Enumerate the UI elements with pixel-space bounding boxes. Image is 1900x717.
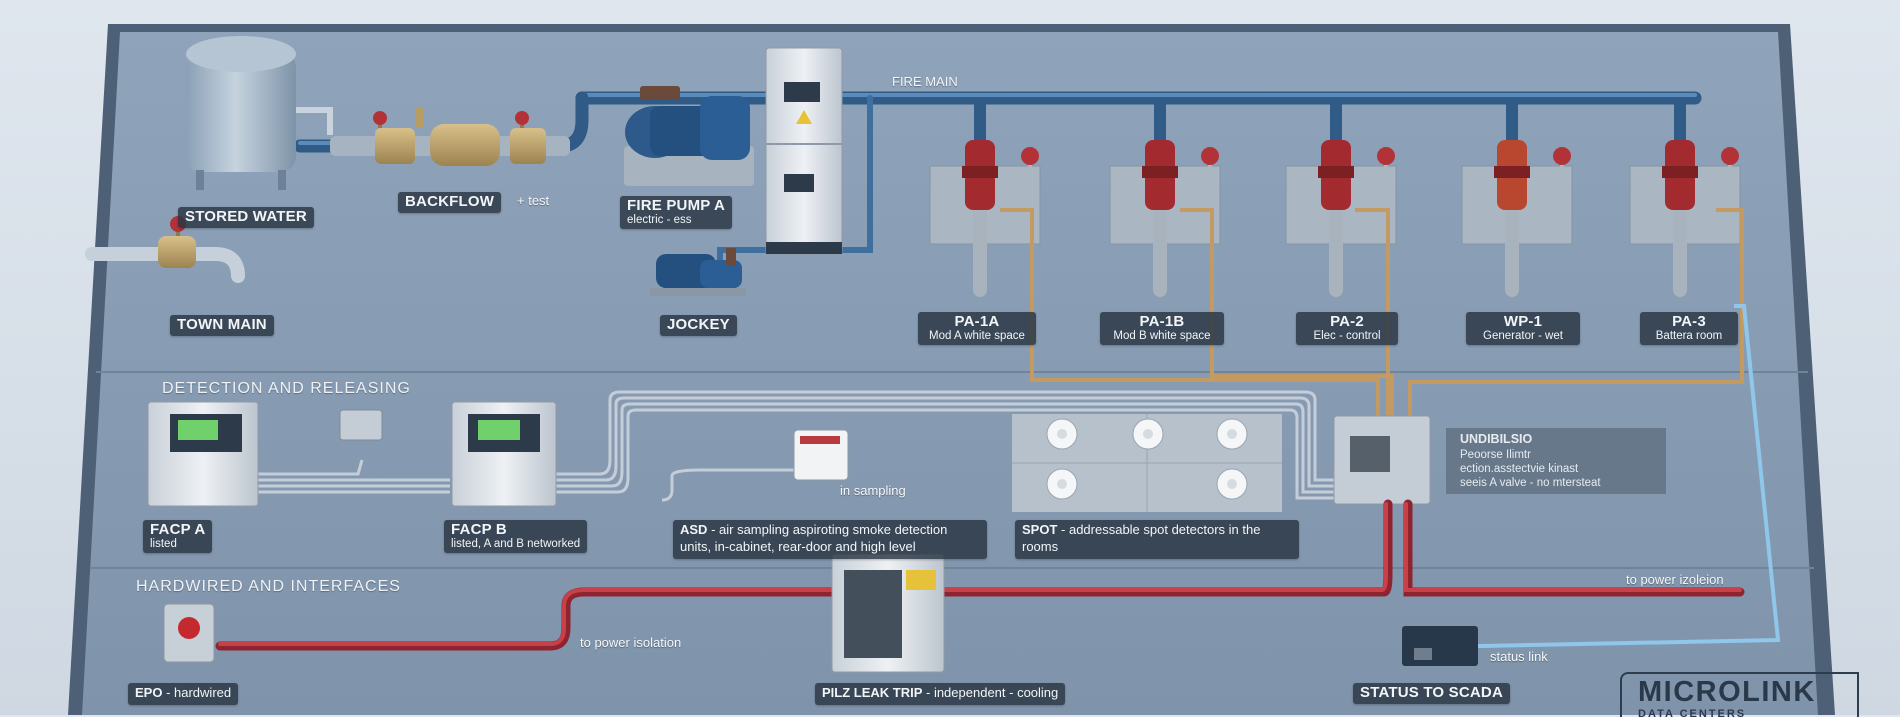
releasing-panel-text: UNDIBILSIO Peoorse Ilimtr ection.asstect… [1460, 432, 1601, 491]
fire-pump-label: FIRE PUMP A electric - ess [620, 196, 732, 229]
spot-label: SPOT - addressable spot detectors in the… [1015, 520, 1299, 559]
zone-label-pa-3: PA-3 Battera room [1640, 312, 1738, 345]
diagram-board [68, 24, 1835, 715]
facp-a-label: FACP A listed [143, 520, 212, 553]
asd-in-sampling-note: in sampling [840, 483, 906, 498]
epo-button [164, 604, 214, 662]
detection-section-title: DETECTION AND RELEASING [162, 380, 411, 398]
jockey-label: JOCKEY [660, 315, 737, 336]
interfaces-section-title: HARDWIRED AND INTERFACES [136, 578, 401, 596]
pilz-cabinet [832, 554, 944, 672]
status-to-scada-label: STATUS TO SCADA [1353, 683, 1510, 704]
backflow-note: + test [517, 193, 549, 208]
facp-b-label: FACP B listed, A and B networked [444, 520, 587, 553]
facp-b-panel [452, 402, 556, 506]
power-isolation-note-right: to power izoleion [1626, 572, 1724, 587]
backflow-label: BACKFLOW [398, 192, 501, 213]
pilz-label: PILZ LEAK TRIP - independent - cooling [815, 683, 1065, 705]
epo-label: EPO - hardwired [128, 683, 238, 705]
zone-label-pa-1a: PA-1A Mod A white space [918, 312, 1036, 345]
town-main-label: TOWN MAIN [170, 315, 274, 336]
power-isolation-note-left: to power isolation [580, 635, 681, 650]
asd-label: ASD - air sampling aspiroting smoke dete… [673, 520, 987, 559]
spot-detector-2 [1133, 419, 1163, 449]
zone-label-pa-1b: PA-1B Mod B white space [1100, 312, 1224, 345]
fire-main-label: FIRE MAIN [892, 74, 958, 89]
status-gateway [1402, 626, 1478, 666]
facp-a-panel [148, 402, 258, 506]
junction-box [340, 410, 382, 440]
jockey-pump [650, 248, 746, 296]
spot-detector-1 [1047, 419, 1077, 449]
pump-controller-cabinet [766, 48, 842, 254]
stored-water-label: STORED WATER [178, 207, 314, 228]
microlink-logo: MICROLINK DATA CENTERS [1620, 672, 1859, 717]
spot-detector-3 [1217, 419, 1247, 449]
status-link-note: status link [1490, 649, 1548, 664]
spot-detector-4 [1047, 469, 1077, 499]
spot-detector-5 [1217, 469, 1247, 499]
zone-label-pa-2: PA-2 Elec - control [1296, 312, 1398, 345]
asd-unit [794, 430, 848, 480]
zone-label-wp-1: WP-1 Generator - wet [1466, 312, 1580, 345]
